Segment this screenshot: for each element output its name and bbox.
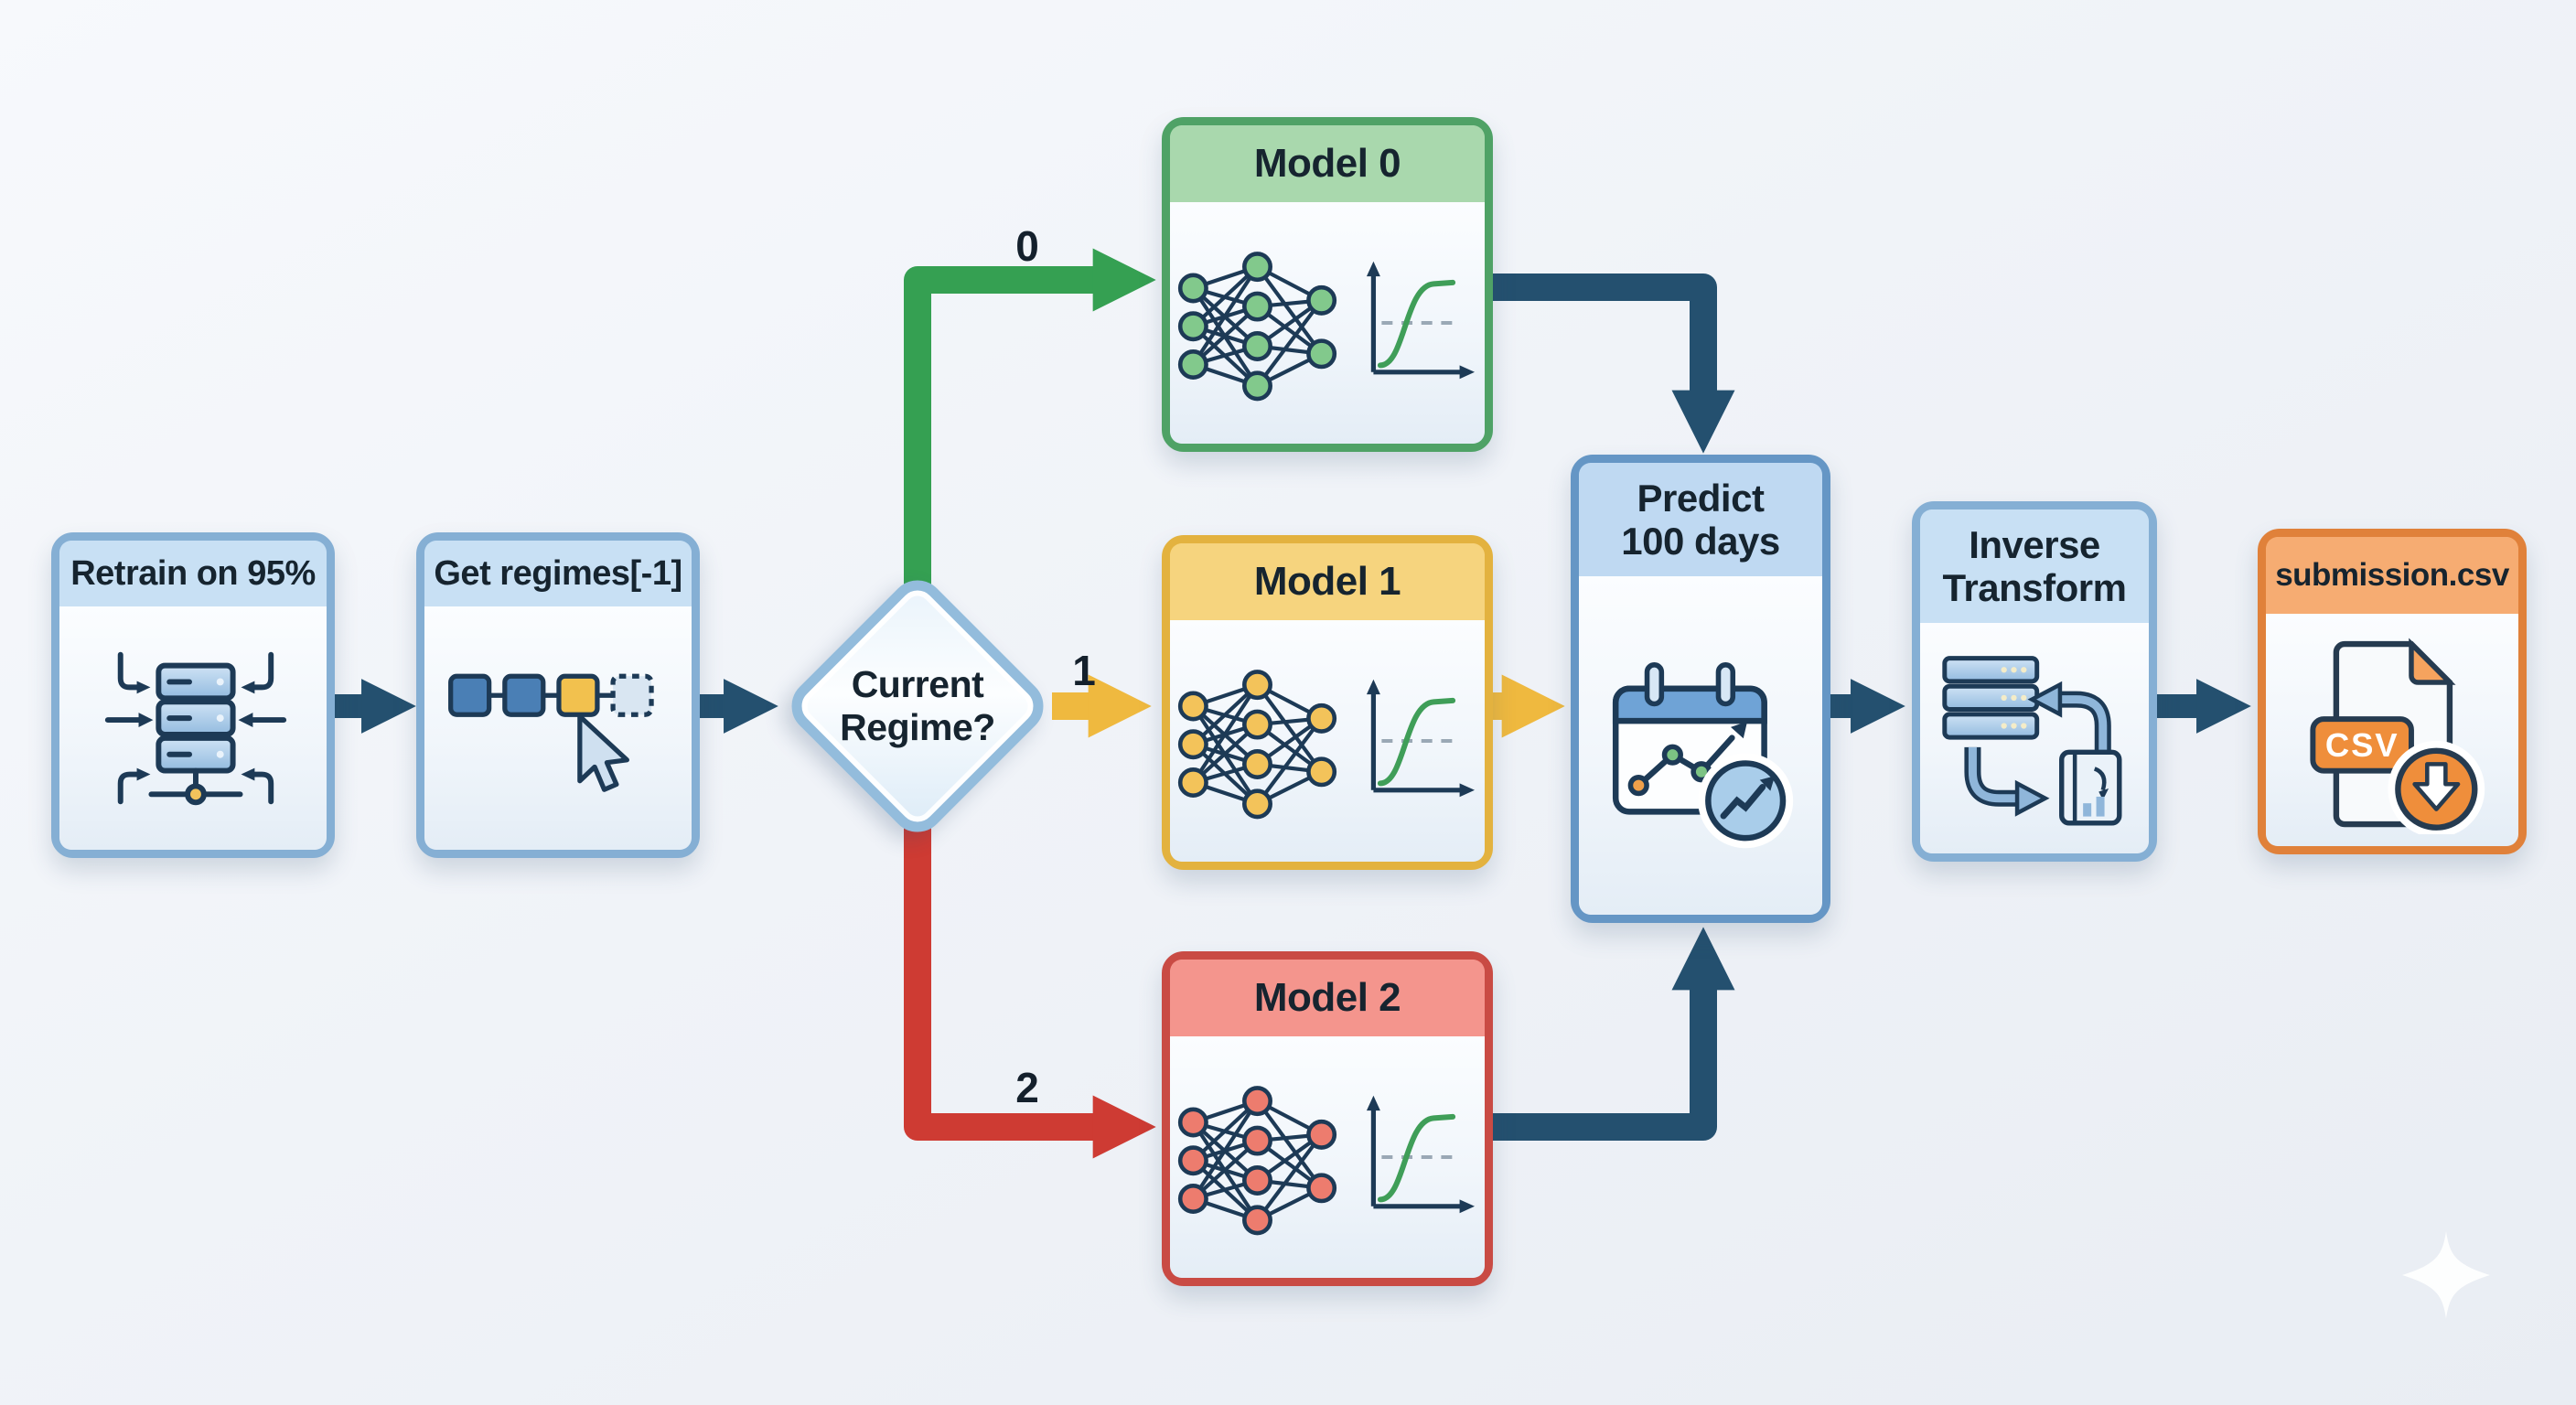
node-submission-title: submission.csv [2266, 537, 2518, 614]
edge-model0-to-predict [1489, 273, 1735, 454]
sigmoid-chart-icon [1353, 651, 1483, 831]
edge-decision-to-model0 [904, 248, 1156, 590]
retrain-servers-icon [104, 651, 287, 806]
decision-label-line1: Current [851, 662, 984, 705]
csv-badge-label: CSV [2325, 726, 2399, 764]
edge-label-2: 2 [1015, 1064, 1039, 1111]
edge-model2-to-predict [1489, 927, 1735, 1141]
node-model1-title: Model 1 [1170, 543, 1485, 620]
neural-network-icon [1172, 649, 1347, 832]
calendar-forecast-icon [1612, 662, 1794, 849]
node-model2-title: Model 2 [1170, 960, 1485, 1036]
decision-label-line2: Regime? [840, 706, 995, 748]
edge-decision-to-model2 [904, 823, 1156, 1159]
node-model1: Model 1 [1162, 535, 1493, 870]
node-retrain-title: Retrain on 95% [59, 541, 327, 606]
node-inverse-title: Inverse Transform [1920, 509, 2149, 623]
node-retrain: Retrain on 95% [51, 532, 335, 858]
node-inverse-title-line1: Inverse [1969, 522, 2100, 566]
sigmoid-chart-icon [1353, 1067, 1483, 1247]
node-regimes-title: Get regimes[-1] [424, 541, 692, 606]
node-model2: Model 2 [1162, 951, 1493, 1286]
node-predict-title-line2: 100 days [1621, 520, 1780, 563]
node-inverse-title-line2: Transform [1942, 566, 2127, 609]
neural-network-icon [1172, 231, 1347, 414]
sigmoid-chart-icon [1353, 233, 1483, 413]
decision-diamond: Current Regime? [780, 569, 1055, 843]
node-inverse: Inverse Transform [1912, 501, 2157, 862]
node-predict: Predict 100 days [1571, 455, 1830, 923]
node-predict-title: Predict 100 days [1579, 463, 1822, 576]
sparkle-icon [2402, 1231, 2490, 1319]
cursor-icon [577, 713, 629, 792]
node-model0: Model 0 [1162, 117, 1493, 452]
node-model0-title: Model 0 [1170, 125, 1485, 202]
inverse-transform-icon [1942, 656, 2122, 826]
node-submission: submission.csv CSV [2258, 529, 2527, 854]
edge-label-1: 1 [1072, 647, 1096, 694]
neural-network-icon [1172, 1066, 1347, 1249]
node-regimes: Get regimes[-1] [416, 532, 700, 858]
regimes-sequence-icon [448, 673, 654, 792]
node-predict-title-line1: Predict [1637, 476, 1765, 520]
csv-file-icon: CSV [2310, 638, 2485, 834]
decision-label: Current Regime? [821, 609, 1014, 803]
edge-label-0: 0 [1015, 222, 1039, 270]
